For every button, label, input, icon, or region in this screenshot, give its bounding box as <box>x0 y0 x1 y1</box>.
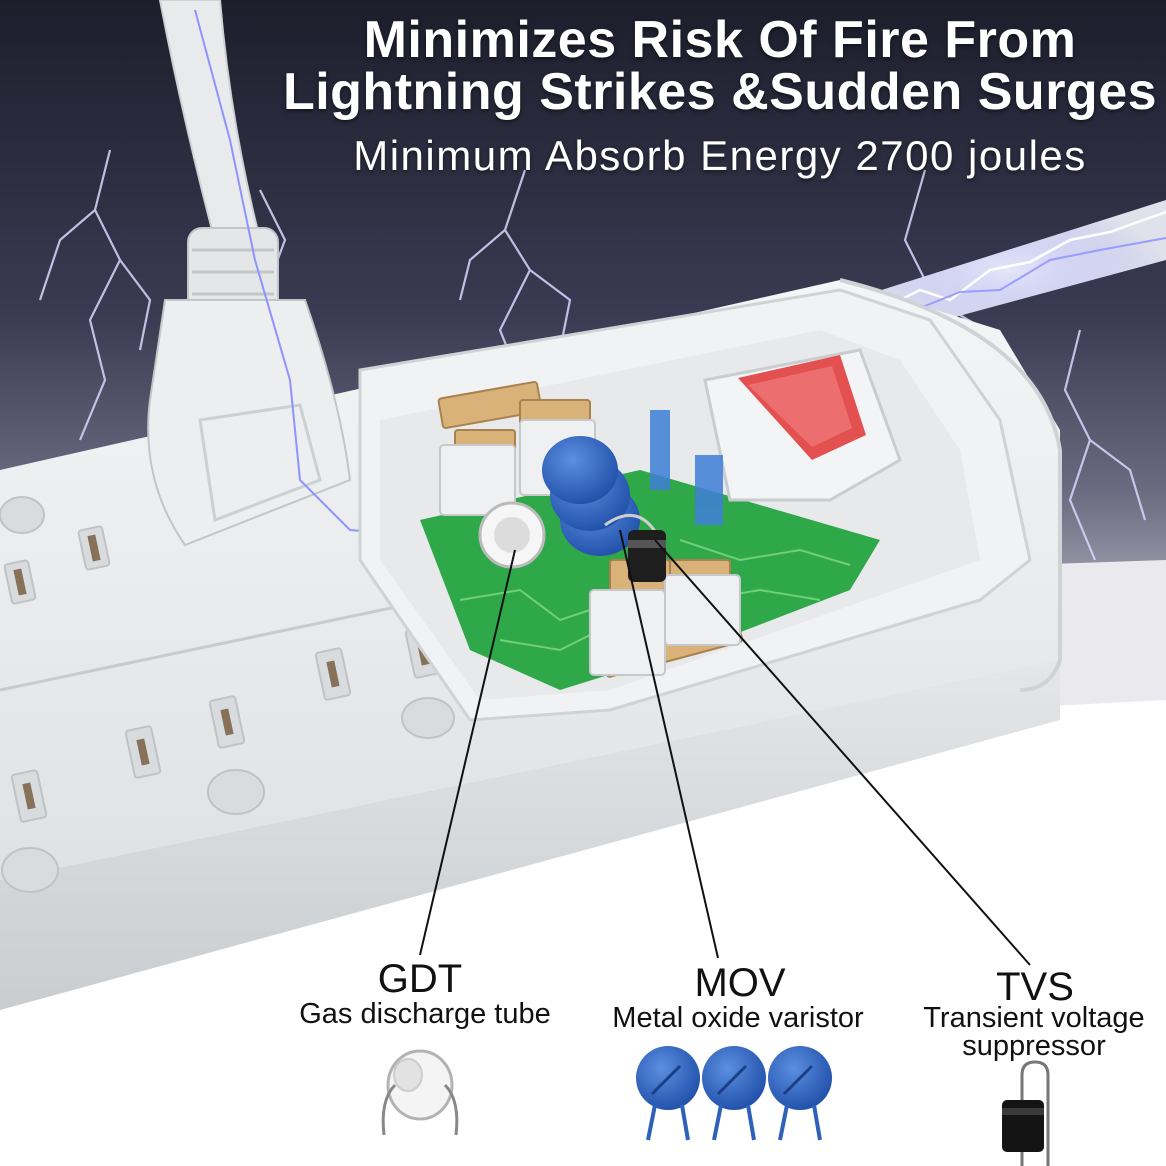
mov-label: MOV <box>694 961 786 1005</box>
varistor-icon <box>636 1046 832 1141</box>
tvs-diode-icon <box>1002 1060 1050 1166</box>
capacitors <box>650 410 723 525</box>
pointer-lines <box>419 529 1031 966</box>
power-switch <box>703 348 902 502</box>
tvs-description-line-1: Transient voltage <box>923 1002 1145 1034</box>
headline-line-2: Lightning Strikes &Sudden Surges <box>282 63 1158 121</box>
mov-description: Metal oxide varistor <box>612 1002 864 1034</box>
gas-discharge-tube-icon <box>381 1049 459 1136</box>
varistor-stack <box>542 436 662 556</box>
tvs-description-line-2: suppressor <box>962 1030 1106 1062</box>
tvs-label: TVS <box>996 965 1074 1009</box>
gdt-label: GDT <box>377 957 463 1001</box>
gas-discharge-tube <box>478 501 546 569</box>
gdt-description: Gas discharge tube <box>299 998 551 1030</box>
headline-line-1: Minimizes Risk Of Fire From <box>363 11 1077 69</box>
plug-and-cord <box>147 0 501 547</box>
lightning-bolts <box>38 149 1147 561</box>
tvs-diode <box>628 530 666 582</box>
headline-line-3: Minimum Absorb Energy 2700 joules <box>353 132 1087 179</box>
